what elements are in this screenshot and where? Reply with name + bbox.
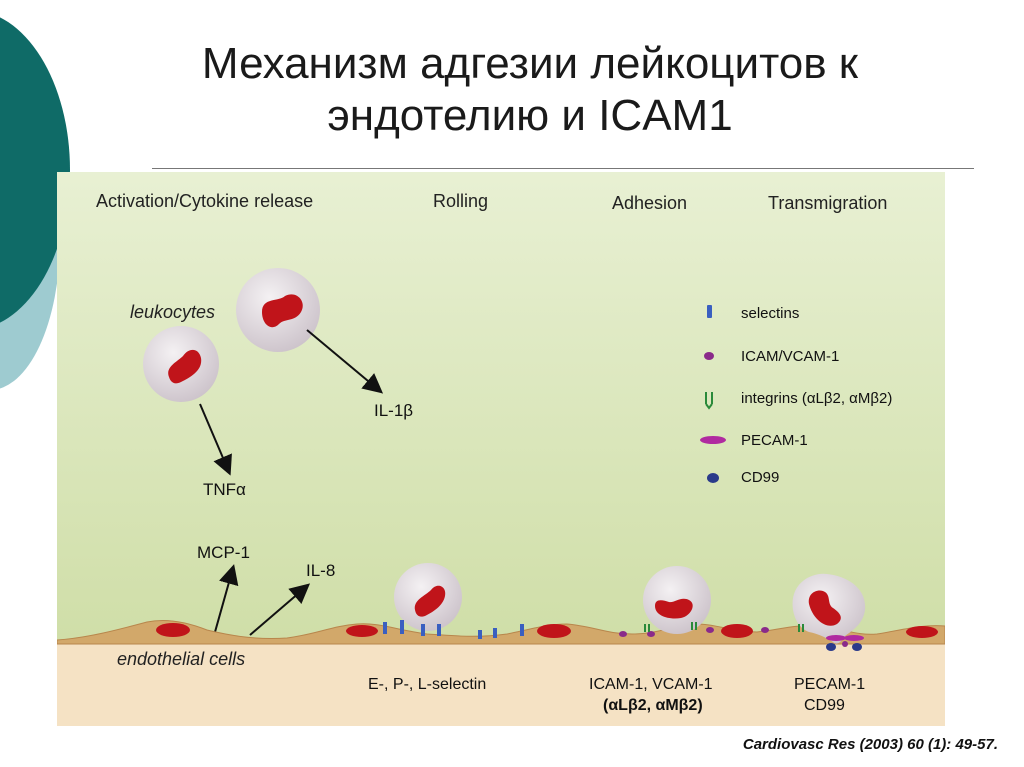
transmigration-label-1: PECAM-1: [794, 676, 865, 693]
endothelial-nucleus: [721, 624, 753, 638]
slide-title: Механизм адгезии лейкоцитов к эндотелию …: [60, 38, 1000, 142]
rolling-leukocyte: [394, 563, 462, 631]
rolling-leukocyte-nucleus: [414, 585, 446, 617]
adhering-leukocyte: [643, 566, 711, 634]
arrow-to-il8: [249, 583, 311, 636]
cd99-dot-icon: [707, 473, 719, 483]
subendothelial-tissue: [57, 640, 945, 726]
rolling-molecules-label: E-, P-, L-selectin: [368, 676, 486, 693]
endothelial-nucleus: [906, 626, 938, 638]
stage-adhesion: Adhesion: [612, 193, 687, 213]
legend-label-integrins: integrins (αLβ2, αMβ2): [741, 390, 892, 407]
legend: selectins ICAM/VCAM-1 integrins (αLβ2, α…: [700, 305, 892, 486]
endothelial-cells-label: endothelial cells: [117, 649, 245, 669]
adhesion-molecules-label-1: ICAM-1, VCAM-1: [589, 676, 713, 693]
stage-rolling: Rolling: [433, 191, 488, 211]
cytokine-tnfa: TNFα: [203, 480, 246, 499]
stage-transmigration: Transmigration: [768, 193, 887, 213]
leukocyte-upper-nucleus: [262, 294, 303, 328]
arrow-to-mcp1: [214, 564, 239, 633]
leukocytes-label: leukocytes: [130, 302, 215, 322]
selectin-bar-icon: [707, 305, 712, 318]
leukocyte-lower-nucleus: [168, 349, 202, 384]
integrin-fork-icon: [705, 392, 713, 410]
transmigration-molecules: [798, 624, 864, 651]
adhesion-molecules: [619, 622, 769, 637]
arrow-to-il1b: [306, 329, 384, 394]
title-line-2: эндотелию и ICAM1: [327, 91, 733, 140]
leukocyte-upper: [236, 268, 320, 352]
title-divider: [152, 168, 974, 169]
transmigrating-leukocyte-nucleus: [808, 590, 841, 626]
transmigration-label-2: CD99: [804, 697, 845, 714]
endothelial-nucleus: [537, 624, 571, 638]
leukocyte-adhesion-diagram: Activation/Cytokine release Rolling Adhe…: [57, 172, 945, 726]
adhesion-molecules-label-2: (αLβ2, αMβ2): [603, 697, 703, 714]
cytokine-il8: IL-8: [306, 561, 335, 580]
legend-label-selectins: selectins: [741, 305, 799, 322]
title-line-1: Механизм адгезии лейкоцитов к: [201, 39, 859, 88]
citation: Cardiovasc Res (2003) 60 (1): 49-57.: [742, 736, 998, 753]
transmigrating-leukocyte: [792, 573, 866, 644]
adhering-leukocyte-nucleus: [655, 598, 693, 619]
endothelial-nucleus: [156, 623, 190, 637]
arrow-to-tnfa: [199, 403, 232, 476]
slide-decoration: [0, 17, 70, 389]
legend-label-cd99: CD99: [741, 469, 779, 486]
stage-activation: Activation/Cytokine release: [96, 191, 313, 211]
decoration-dark-shape: [0, 17, 70, 323]
legend-label-pecam: PECAM-1: [741, 432, 808, 449]
pecam-ellipse-icon: [700, 436, 726, 444]
cytokine-il1b: IL-1β: [374, 401, 413, 420]
icam-dot-icon: [704, 352, 714, 360]
endothelial-nucleus: [346, 625, 378, 637]
legend-label-icam-vcam: ICAM/VCAM-1: [741, 348, 839, 365]
leukocyte-lower: [143, 326, 219, 402]
selectin-molecules: [383, 620, 524, 639]
cytokine-mcp1: MCP-1: [197, 543, 250, 562]
